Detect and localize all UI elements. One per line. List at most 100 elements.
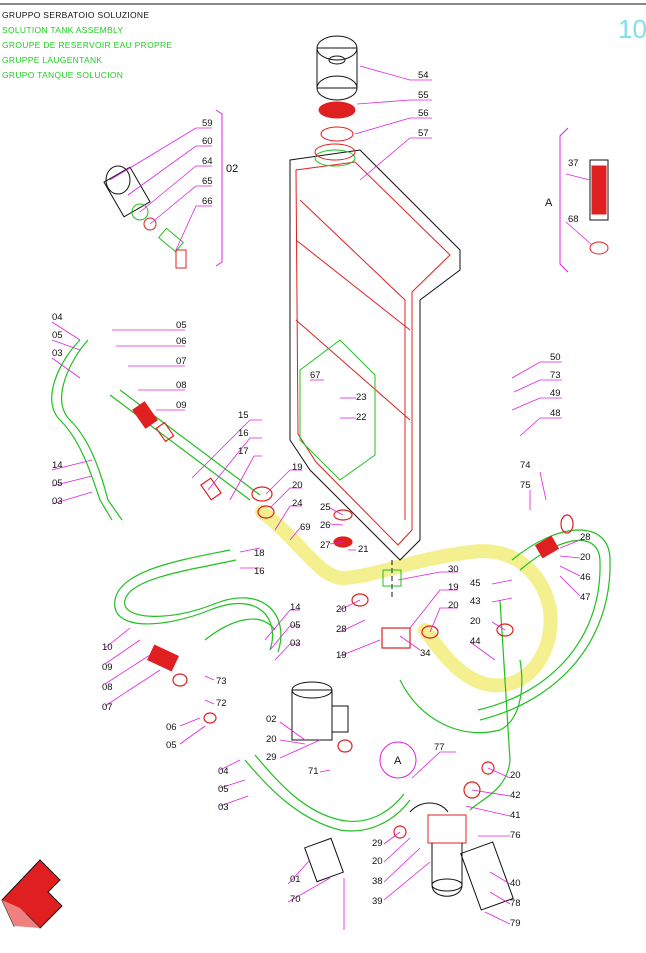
tank-neck-ring [314,143,356,161]
tank-window [299,339,376,481]
callout-labels: 54 55 56 57 59 60 64 65 66 02 37 68 A 04… [52,70,591,929]
callout-15: 15 [238,410,249,421]
callout-20: 20 [292,480,303,491]
callout-55: 55 [418,90,429,101]
callout-03: 03 [218,802,229,813]
callout-05: 05 [166,740,177,751]
callout-05: 05 [290,620,301,631]
callout-75: 75 [520,480,531,491]
highlighted-hose [255,505,558,693]
valve-assembly-02 [103,165,187,269]
tank-fill-neck [314,149,356,167]
callout-17: 17 [238,446,249,457]
title-italian: GRUPPO SERBATOIO SOLUZIONE [2,10,149,20]
title-spanish: GRUPO TANQUE SOLUCION [2,70,123,80]
callout-54: 54 [418,70,429,81]
callout-27: 27 [320,540,331,551]
callout-24: 24 [292,498,303,509]
callout-04: 04 [218,766,229,777]
callout-03: 03 [52,348,63,359]
callout-16: 16 [238,428,249,439]
group-02-bracket [215,109,223,267]
title-german: GRUPPE LAUGENTANK [2,55,102,65]
callout-05: 05 [52,330,63,341]
callout-23: 23 [356,392,367,403]
page-number: 10 [618,14,646,44]
callout-20: 20 [372,856,383,867]
callout-08: 08 [102,682,113,693]
callout-detail-a-ref: A [394,755,402,767]
callout-detail-a: A [545,197,553,209]
callout-44: 44 [470,636,481,647]
callout-74: 74 [520,460,531,471]
fittings [132,401,574,839]
leader-lines [51,65,593,930]
callout-79: 79 [510,918,521,929]
callout-73: 73 [550,370,561,381]
tank-cap-group [316,35,358,142]
callout-08: 08 [176,380,187,391]
callout-60: 60 [202,136,213,147]
callout-20: 20 [580,552,591,563]
callout-38: 38 [372,876,383,887]
callout-25: 25 [320,502,331,513]
callout-19: 19 [336,650,347,661]
title-block: GRUPPO SERBATOIO SOLUZIONE SOLUTION TANK… [2,10,172,80]
callout-19: 19 [448,582,459,593]
callout-07: 07 [176,356,187,367]
callout-09: 09 [102,662,113,673]
callout-34: 34 [420,648,431,659]
callout-03: 03 [52,496,63,507]
callout-16: 16 [254,566,265,577]
motor-pump [291,681,349,883]
callout-20: 20 [266,734,277,745]
callout-04: 04 [52,312,63,323]
callout-42: 42 [510,790,521,801]
detail-a-ring [379,741,417,779]
callout-41: 41 [510,810,521,821]
callout-68: 68 [568,214,579,225]
callout-29: 29 [266,752,277,763]
callout-77: 77 [434,742,445,753]
title-english: SOLUTION TANK ASSEMBLY [2,25,123,35]
callout-14: 14 [290,602,301,613]
tank-outlet-fitting [382,569,402,587]
tank-inner-outline [295,161,451,546]
callout-07: 07 [102,702,113,713]
callout-48: 48 [550,408,561,419]
callout-28: 28 [580,532,591,543]
callout-29: 29 [372,838,383,849]
callout-69: 69 [300,522,311,533]
callout-21: 21 [358,544,369,555]
callout-10: 10 [102,642,113,653]
corner-arrow-logo [1,859,63,929]
callout-01: 01 [290,874,301,885]
callout-67: 67 [310,370,321,381]
callout-19: 19 [292,462,303,473]
cap-ring [320,126,354,142]
cap-gasket [318,101,356,119]
tank-ridge-2 [295,319,411,421]
callout-50: 50 [550,352,561,363]
callout-05: 05 [218,784,229,795]
tank-ridge-1 [295,239,411,331]
callout-20: 20 [336,604,347,615]
callout-40: 40 [510,878,521,889]
callout-71: 71 [308,766,319,777]
callout-group-02: 02 [226,163,238,175]
callout-73: 73 [216,676,227,687]
callout-59: 59 [202,118,213,129]
callout-76: 76 [510,830,521,841]
solution-tank [289,143,461,600]
callout-66: 66 [202,196,213,207]
callout-09: 09 [176,400,187,411]
callout-70: 70 [290,894,301,905]
cap-knob [328,55,346,65]
detail-a [559,127,609,273]
callout-28: 28 [336,624,347,635]
callout-06: 06 [176,336,187,347]
callout-39: 39 [372,896,383,907]
callout-26: 26 [320,520,331,531]
callout-49: 49 [550,388,561,399]
